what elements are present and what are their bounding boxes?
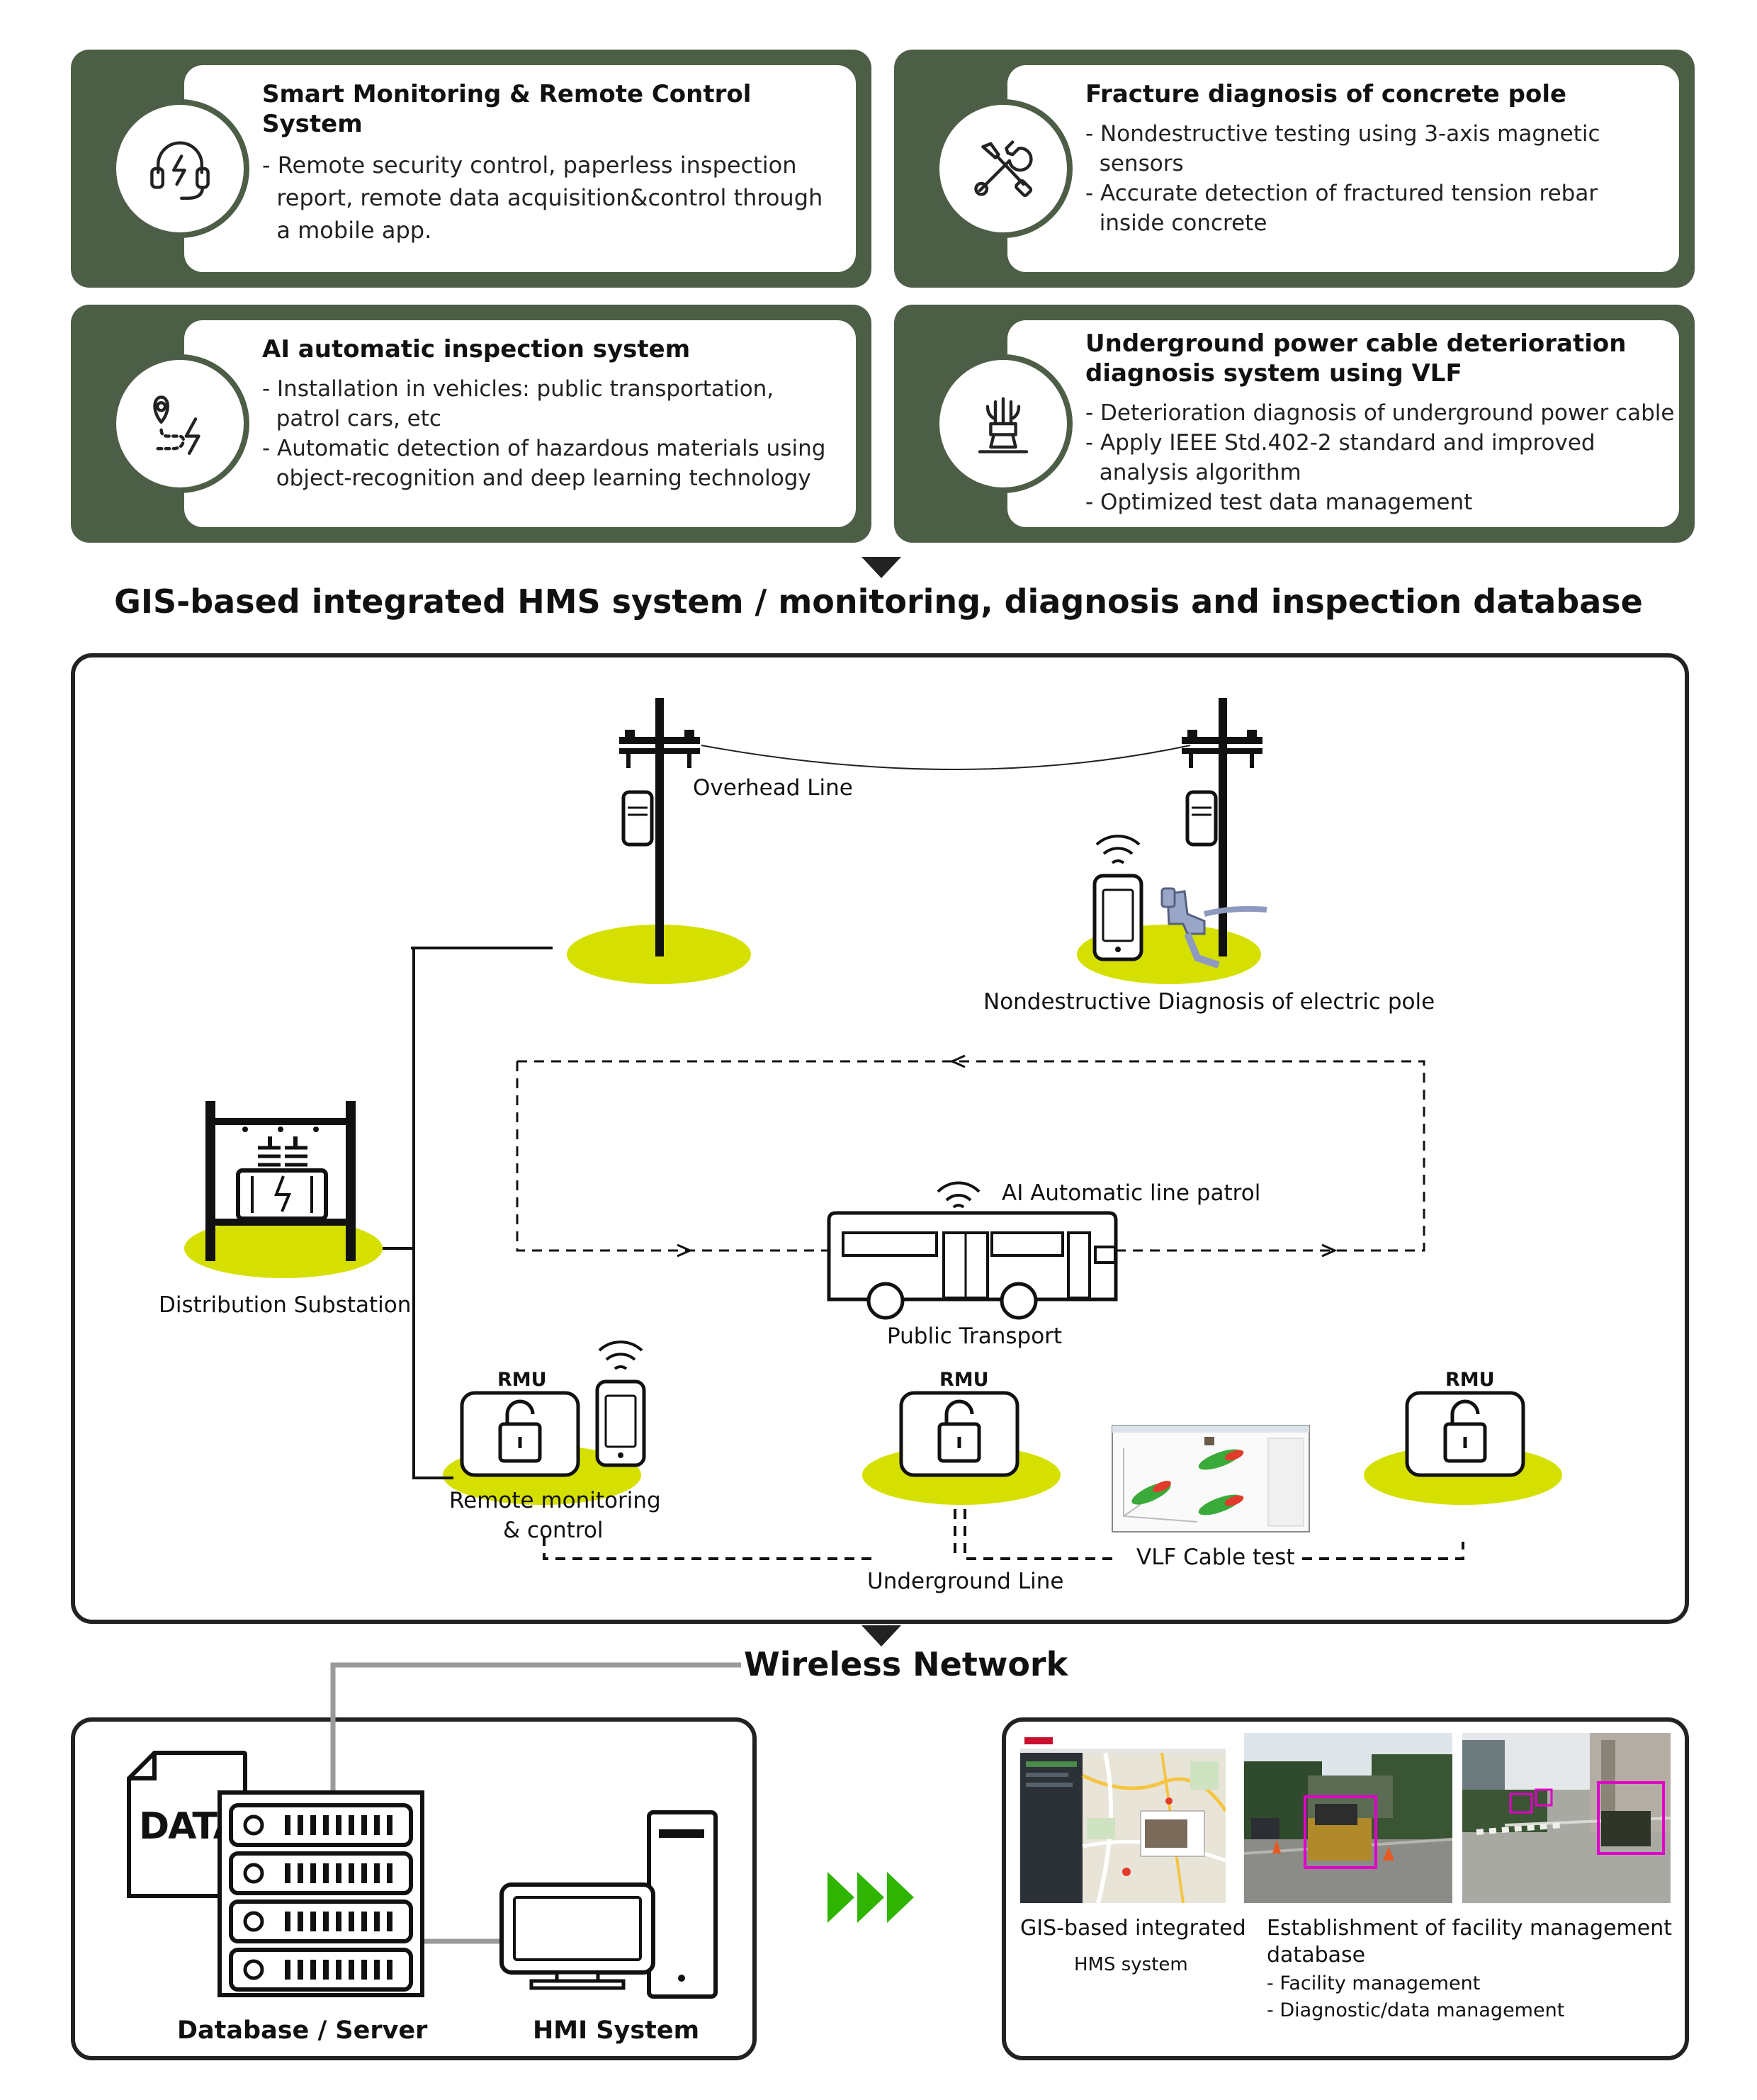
server-vent-slots (285, 1815, 392, 1980)
route-arrow-left (677, 1243, 693, 1258)
gis-map-screenshot (1020, 1733, 1226, 1903)
substation-ground (184, 1219, 383, 1278)
road-inspection-photo-1 (1244, 1733, 1452, 1903)
gis-caption: GIS-based integrated (1020, 1916, 1246, 1941)
card-line: a mobile app. (262, 217, 432, 244)
card-line: analysis algorithm (1085, 460, 1301, 485)
substation-transformer-icon (205, 1101, 356, 1261)
card-line: sensors (1085, 151, 1184, 176)
card-title: Smart Monitoring & Remote Control System (262, 80, 752, 138)
utility-pole-right-icon (1182, 698, 1262, 956)
card-line: - Automatic detection of hazardous mater… (262, 436, 826, 461)
vlf-test-chart-image (1112, 1425, 1310, 1532)
card-line: - Remote security control, paperless ins… (262, 152, 797, 179)
facility-db-caption: Establishment of facility management (1267, 1916, 1672, 1941)
nondestructive-diagnosis-label: Nondestructive Diagnosis of electric pol… (983, 989, 1435, 1015)
card-title: Underground power cable deterioration (1085, 329, 1627, 358)
card-line: - Optimized test data management (1085, 490, 1473, 515)
route-arrow-top (949, 1054, 966, 1068)
database-server-label: Database / Server (177, 2016, 428, 2045)
underground-line (543, 1509, 1464, 1560)
wireless-network-label: Wireless Network (744, 1645, 1068, 1683)
gis-caption-sub: HMS system (1074, 1954, 1188, 1975)
public-transport-label: Public Transport (887, 1323, 1063, 1349)
route-arrow-right (1321, 1243, 1338, 1258)
remote-control-label: & control (503, 1518, 604, 1543)
card-title: AI automatic inspection system (262, 335, 691, 363)
smartphone-icon-rmu (595, 1340, 646, 1467)
card-underground-cable: Underground power cable deterioration di… (894, 305, 1695, 543)
hmi-computer-icon (499, 1810, 718, 1999)
ai-patrol-label: AI Automatic line patrol (1002, 1180, 1261, 1206)
server-rack-icon (217, 1790, 424, 1997)
card-line: - Deterioration diagnosis of underground… (1085, 400, 1675, 426)
card-line: - Installation in vehicles: public trans… (262, 376, 774, 402)
down-arrow-icon (861, 1625, 901, 1647)
down-arrow-icon (861, 557, 901, 578)
utility-pole-left-icon (619, 698, 700, 956)
substation-label: Distribution Substation (159, 1292, 412, 1318)
card-line: - Accurate detection of fractured tensio… (1085, 181, 1598, 206)
facility-db-caption-2: database (1267, 1943, 1366, 1968)
headset-lightning-icon (111, 99, 249, 238)
feeder-line (412, 947, 453, 1479)
smartphone-icon (1092, 835, 1143, 961)
overhead-line-label: Overhead Line (693, 775, 853, 801)
card-fracture-diagnosis: Fracture diagnosis of concrete pole - No… (894, 50, 1695, 288)
card-smart-monitoring: Smart Monitoring & Remote Control System… (71, 50, 871, 288)
overhead-wire (701, 745, 1191, 770)
card-ai-inspection: AI automatic inspection system - Install… (71, 305, 871, 543)
road-inspection-photo-2 (1462, 1733, 1671, 1903)
rmu-label-right: RMU (1445, 1369, 1495, 1391)
patrol-route-loop (516, 1060, 1425, 1252)
magnetic-sensor-icon (1160, 887, 1267, 969)
tools-icon (934, 99, 1073, 238)
card-line: inside concrete (1085, 210, 1267, 236)
card-line: - Apply IEEE Std.402-2 standard and impr… (1085, 430, 1595, 456)
cable-icon (934, 354, 1073, 493)
card-line: patrol cars, etc (262, 406, 441, 431)
bus-icon (827, 1181, 1118, 1320)
rmu-label-left: RMU (497, 1369, 547, 1391)
network-connector (330, 1662, 741, 1810)
data-document-icon (127, 1751, 247, 1898)
forward-arrows-icon (827, 1872, 914, 1923)
rmu-lock-icon-center (899, 1391, 1019, 1477)
remote-monitoring-label: Remote monitoring (449, 1488, 661, 1513)
facility-item-1: - Facility management (1267, 1972, 1481, 1994)
card-line: report, remote data acquisition&control … (262, 184, 823, 211)
rmu-lock-icon-left (460, 1391, 580, 1477)
card-title: Fracture diagnosis of concrete pole (1085, 80, 1567, 108)
card-title-line-2: diagnosis system using VLF (1085, 359, 1462, 388)
card-line: object-recognition and deep learning tec… (262, 465, 811, 491)
card-line: - Nondestructive testing using 3-axis ma… (1085, 121, 1600, 147)
hmi-system-label: HMI System (533, 2016, 700, 2045)
location-route-icon (111, 354, 249, 493)
rmu-lock-icon-right (1405, 1391, 1525, 1477)
page-title: GIS-based integrated HMS system / monito… (114, 582, 1643, 621)
vlf-cable-test-label: VLF Cable test (1131, 1545, 1301, 1570)
facility-item-2: - Diagnostic/data management (1267, 1999, 1565, 2021)
data-document-label: DATA (139, 1805, 220, 1848)
underground-line-label: Underground Line (867, 1569, 1064, 1594)
rmu-label-center: RMU (939, 1369, 989, 1391)
